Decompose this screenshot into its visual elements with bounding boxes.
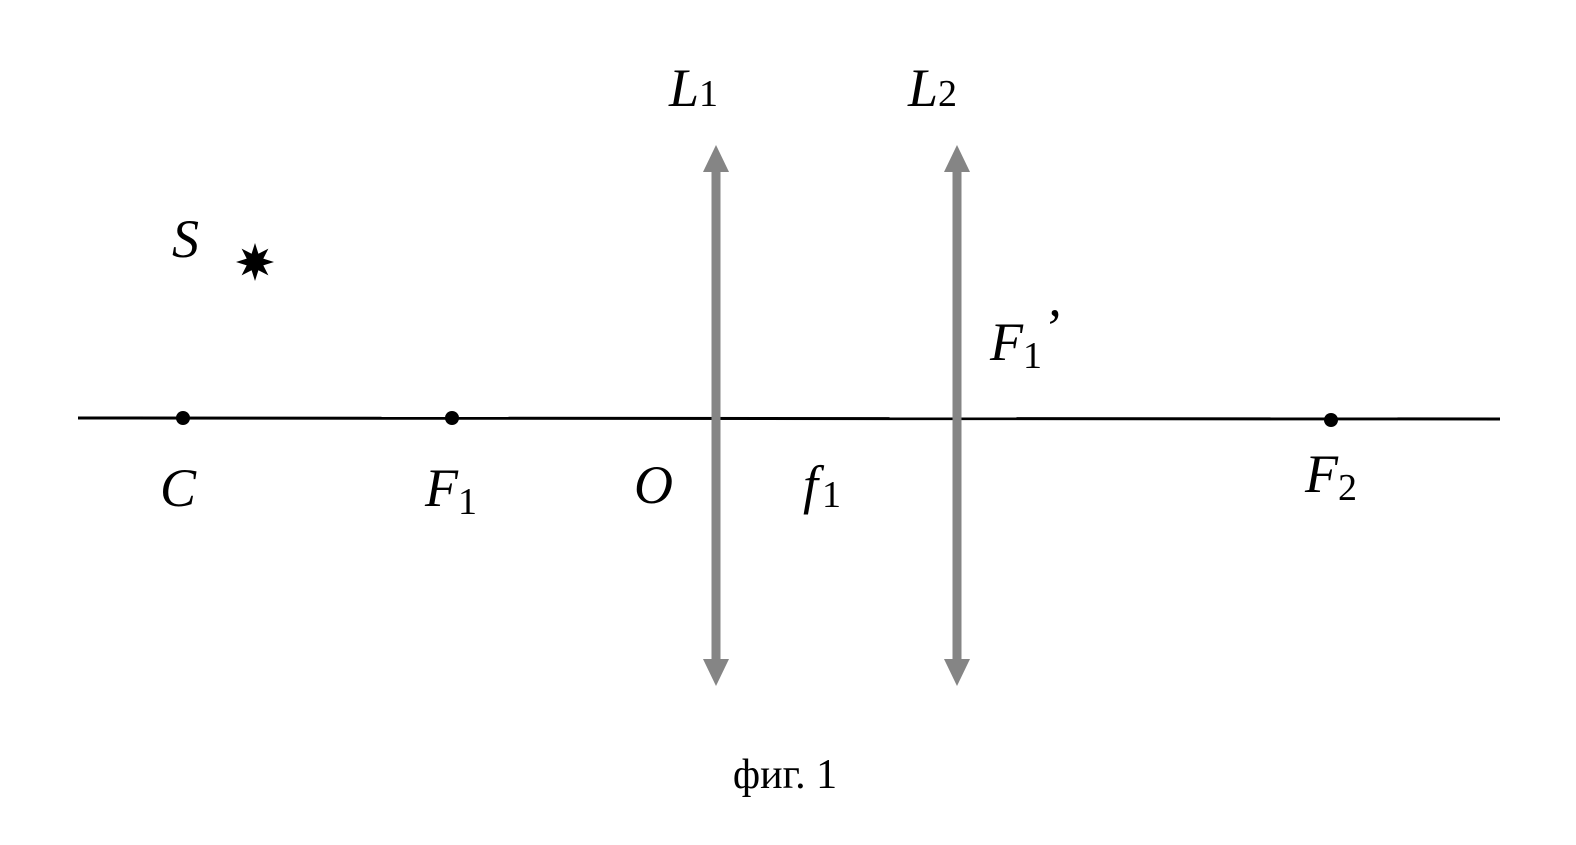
label-f2-sub: 2 — [1338, 467, 1357, 509]
label-f1-prime-sub: 1 — [1023, 335, 1042, 377]
label-f2: F2 — [1304, 444, 1357, 509]
label-f1: F1 — [424, 458, 477, 523]
lens-l1 — [703, 145, 729, 686]
point-c — [176, 411, 190, 425]
label-f1-prime-suffix: ’ — [1042, 298, 1060, 358]
label-l1-sub: 1 — [699, 73, 718, 115]
point-f2 — [1324, 413, 1338, 427]
label-f2-main: F — [1304, 444, 1339, 504]
label-l1: L1 — [668, 58, 718, 118]
lens-l2-shaft — [952, 168, 962, 663]
label-f1-prime-main: F — [989, 312, 1024, 372]
label-f1-prime: F1’ — [989, 298, 1060, 377]
label-c: C — [160, 458, 197, 518]
star-icon — [236, 243, 274, 281]
label-o: O — [634, 455, 673, 515]
lens-l1-arrow-up — [703, 145, 729, 172]
label-l2: L2 — [907, 58, 957, 118]
label-l1-main: L — [668, 58, 699, 118]
figure-caption: фиг. 1 — [733, 752, 837, 798]
label-f1-main: F — [424, 458, 459, 518]
label-f1-distance-sub: 1 — [822, 474, 841, 516]
lens-l2 — [944, 145, 970, 686]
lens-l2-arrow-up — [944, 145, 970, 172]
lens-l1-shaft — [711, 168, 721, 663]
label-f1-sub: 1 — [458, 481, 477, 523]
lens-l1-arrow-down — [703, 659, 729, 686]
label-s: S — [172, 209, 199, 269]
label-l2-sub: 2 — [938, 73, 957, 115]
optical-axis — [77, 416, 1501, 421]
label-l2-main: L — [907, 58, 938, 118]
lens-l2-arrow-down — [944, 659, 970, 686]
point-f1 — [445, 411, 459, 425]
